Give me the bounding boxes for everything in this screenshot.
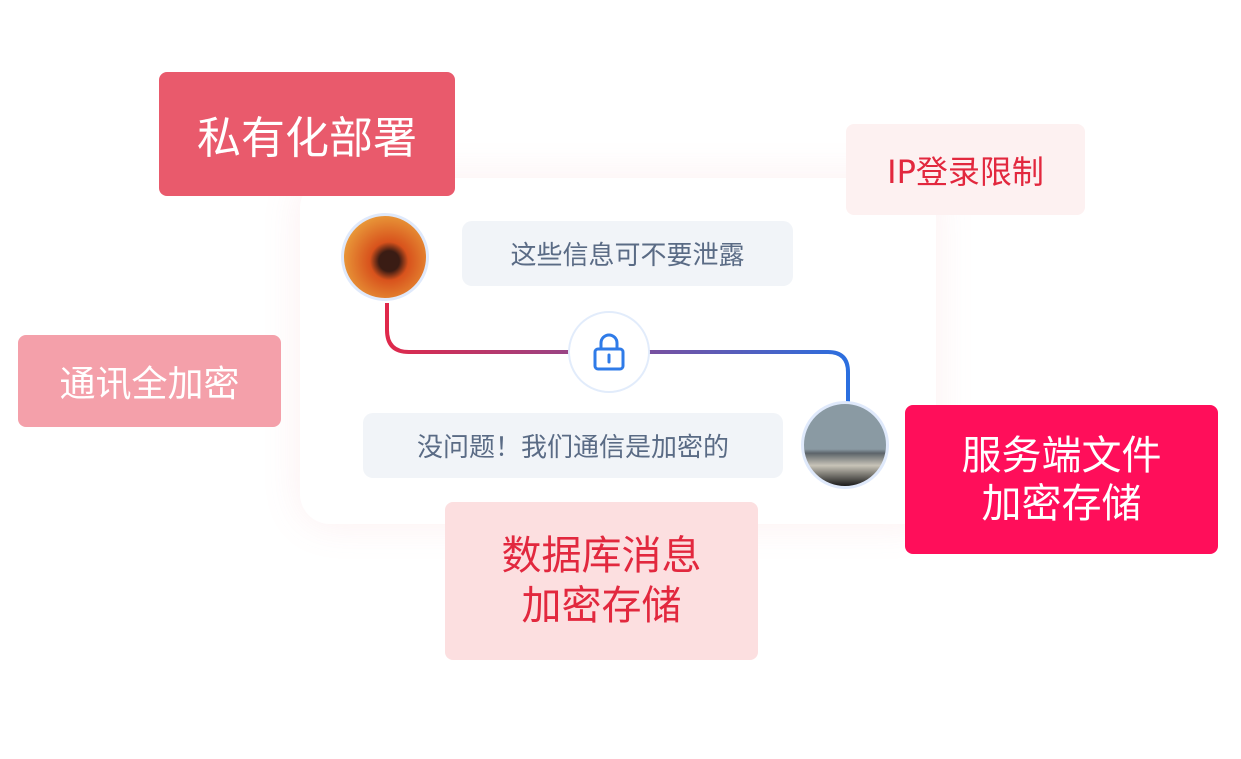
chat-message-1: 这些信息可不要泄露 <box>462 221 793 286</box>
message-text: 这些信息可不要泄露 <box>510 241 745 271</box>
lock-icon <box>593 333 625 371</box>
tag-label: 通讯全加密 <box>59 364 240 405</box>
tag-comm-encrypt: 通讯全加密 <box>18 335 281 427</box>
tag-db-message: 数据库消息 加密存储 <box>445 502 758 660</box>
tag-ip-limit: IP登录限制 <box>846 124 1085 215</box>
tag-label-line2: 加密存储 <box>981 480 1142 527</box>
tag-private-deploy: 私有化部署 <box>159 72 455 196</box>
tag-label: 私有化部署 <box>197 113 417 164</box>
tag-label-line1: 服务端文件 <box>961 432 1162 479</box>
chat-message-2: 没问题！我们通信是加密的 <box>363 413 783 478</box>
avatar-man <box>801 401 889 489</box>
tag-label-line1: 数据库消息 <box>501 533 702 579</box>
tag-label-line2: 加密存储 <box>521 583 682 629</box>
tag-label: IP登录限制 <box>887 152 1044 191</box>
avatar-woman <box>341 213 429 301</box>
lock-badge <box>568 311 650 393</box>
tag-server-file: 服务端文件 加密存储 <box>905 405 1218 554</box>
message-text: 没问题！我们通信是加密的 <box>416 433 729 463</box>
